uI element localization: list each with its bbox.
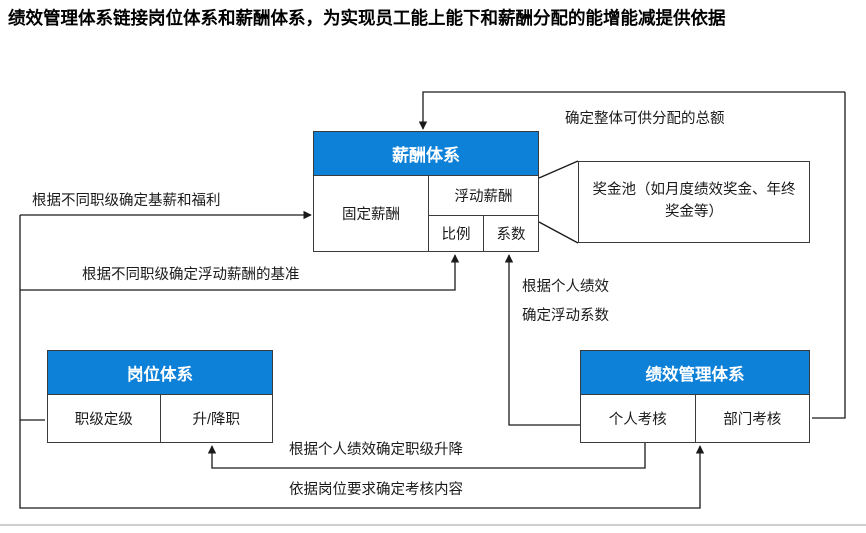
node-performance-system[interactable]: 绩效管理体系 个人考核 部门考核 bbox=[580, 350, 810, 443]
edge-coefficient bbox=[504, 254, 580, 426]
edge-label-base-pay: 根据不同职级确定基薪和福利 bbox=[32, 193, 221, 209]
edge-total-amount bbox=[418, 91, 845, 130]
cell-rank-grading[interactable]: 职级定级 bbox=[74, 412, 133, 428]
edge-label-assess-content: 依据岗位要求确定考核内容 bbox=[289, 482, 463, 498]
salary-system-body: 固定薪酬 浮动薪酬 比例 系数 bbox=[313, 176, 539, 252]
bottom-divider bbox=[0, 524, 866, 526]
cell-ratio[interactable]: 比例 bbox=[441, 227, 471, 243]
callout-pointer-top bbox=[538, 160, 579, 179]
cell-promotion-demotion[interactable]: 升/降职 bbox=[159, 395, 273, 442]
edge-float-base bbox=[20, 254, 460, 291]
cell-department-assessment[interactable]: 部门考核 bbox=[694, 395, 810, 442]
edge-label-float-base: 根据不同职级确定浮动薪酬的基准 bbox=[82, 267, 300, 283]
cell-fixed-pay[interactable]: 固定薪酬 bbox=[341, 207, 400, 223]
edge-assess-content bbox=[19, 420, 705, 509]
edge-label-total-amount: 确定整体可供分配的总额 bbox=[565, 111, 725, 127]
page-title: 绩效管理体系链接岗位体系和薪酬体系，为实现员工能上能下和薪酬分配的能增能减提供依… bbox=[8, 8, 726, 28]
cell-individual-assessment[interactable]: 个人考核 bbox=[608, 412, 667, 428]
job-system-header: 岗位体系 bbox=[47, 350, 273, 395]
float-pay-column: 浮动薪酬 比例 系数 bbox=[427, 176, 538, 251]
edge-right-rail bbox=[812, 92, 846, 419]
cell-float-pay[interactable]: 浮动薪酬 bbox=[428, 176, 538, 216]
edge-left-rail bbox=[19, 215, 45, 421]
job-system-body: 职级定级 升/降职 bbox=[47, 395, 273, 443]
float-pay-subcells: 比例 系数 bbox=[429, 216, 538, 251]
node-job-system[interactable]: 岗位体系 职级定级 升/降职 bbox=[47, 350, 273, 443]
performance-system-header: 绩效管理体系 bbox=[580, 350, 810, 395]
callout-bonus-pool[interactable]: 奖金池（如月度绩效奖金、年终奖金等） bbox=[578, 161, 810, 243]
edge-label-coefficient-line1: 根据个人绩效 bbox=[522, 279, 609, 295]
edge-rank-change bbox=[207, 443, 646, 469]
callout-pointer-bottom bbox=[538, 221, 579, 244]
edge-label-coefficient-line2: 确定浮动系数 bbox=[522, 308, 609, 324]
edge-label-rank-change: 根据个人绩效确定职级升降 bbox=[289, 442, 463, 458]
node-salary-system[interactable]: 薪酬体系 固定薪酬 浮动薪酬 比例 系数 bbox=[313, 131, 539, 252]
salary-system-header: 薪酬体系 bbox=[313, 131, 539, 176]
cell-coefficient[interactable]: 系数 bbox=[483, 216, 538, 251]
performance-system-body: 个人考核 部门考核 bbox=[580, 395, 810, 443]
